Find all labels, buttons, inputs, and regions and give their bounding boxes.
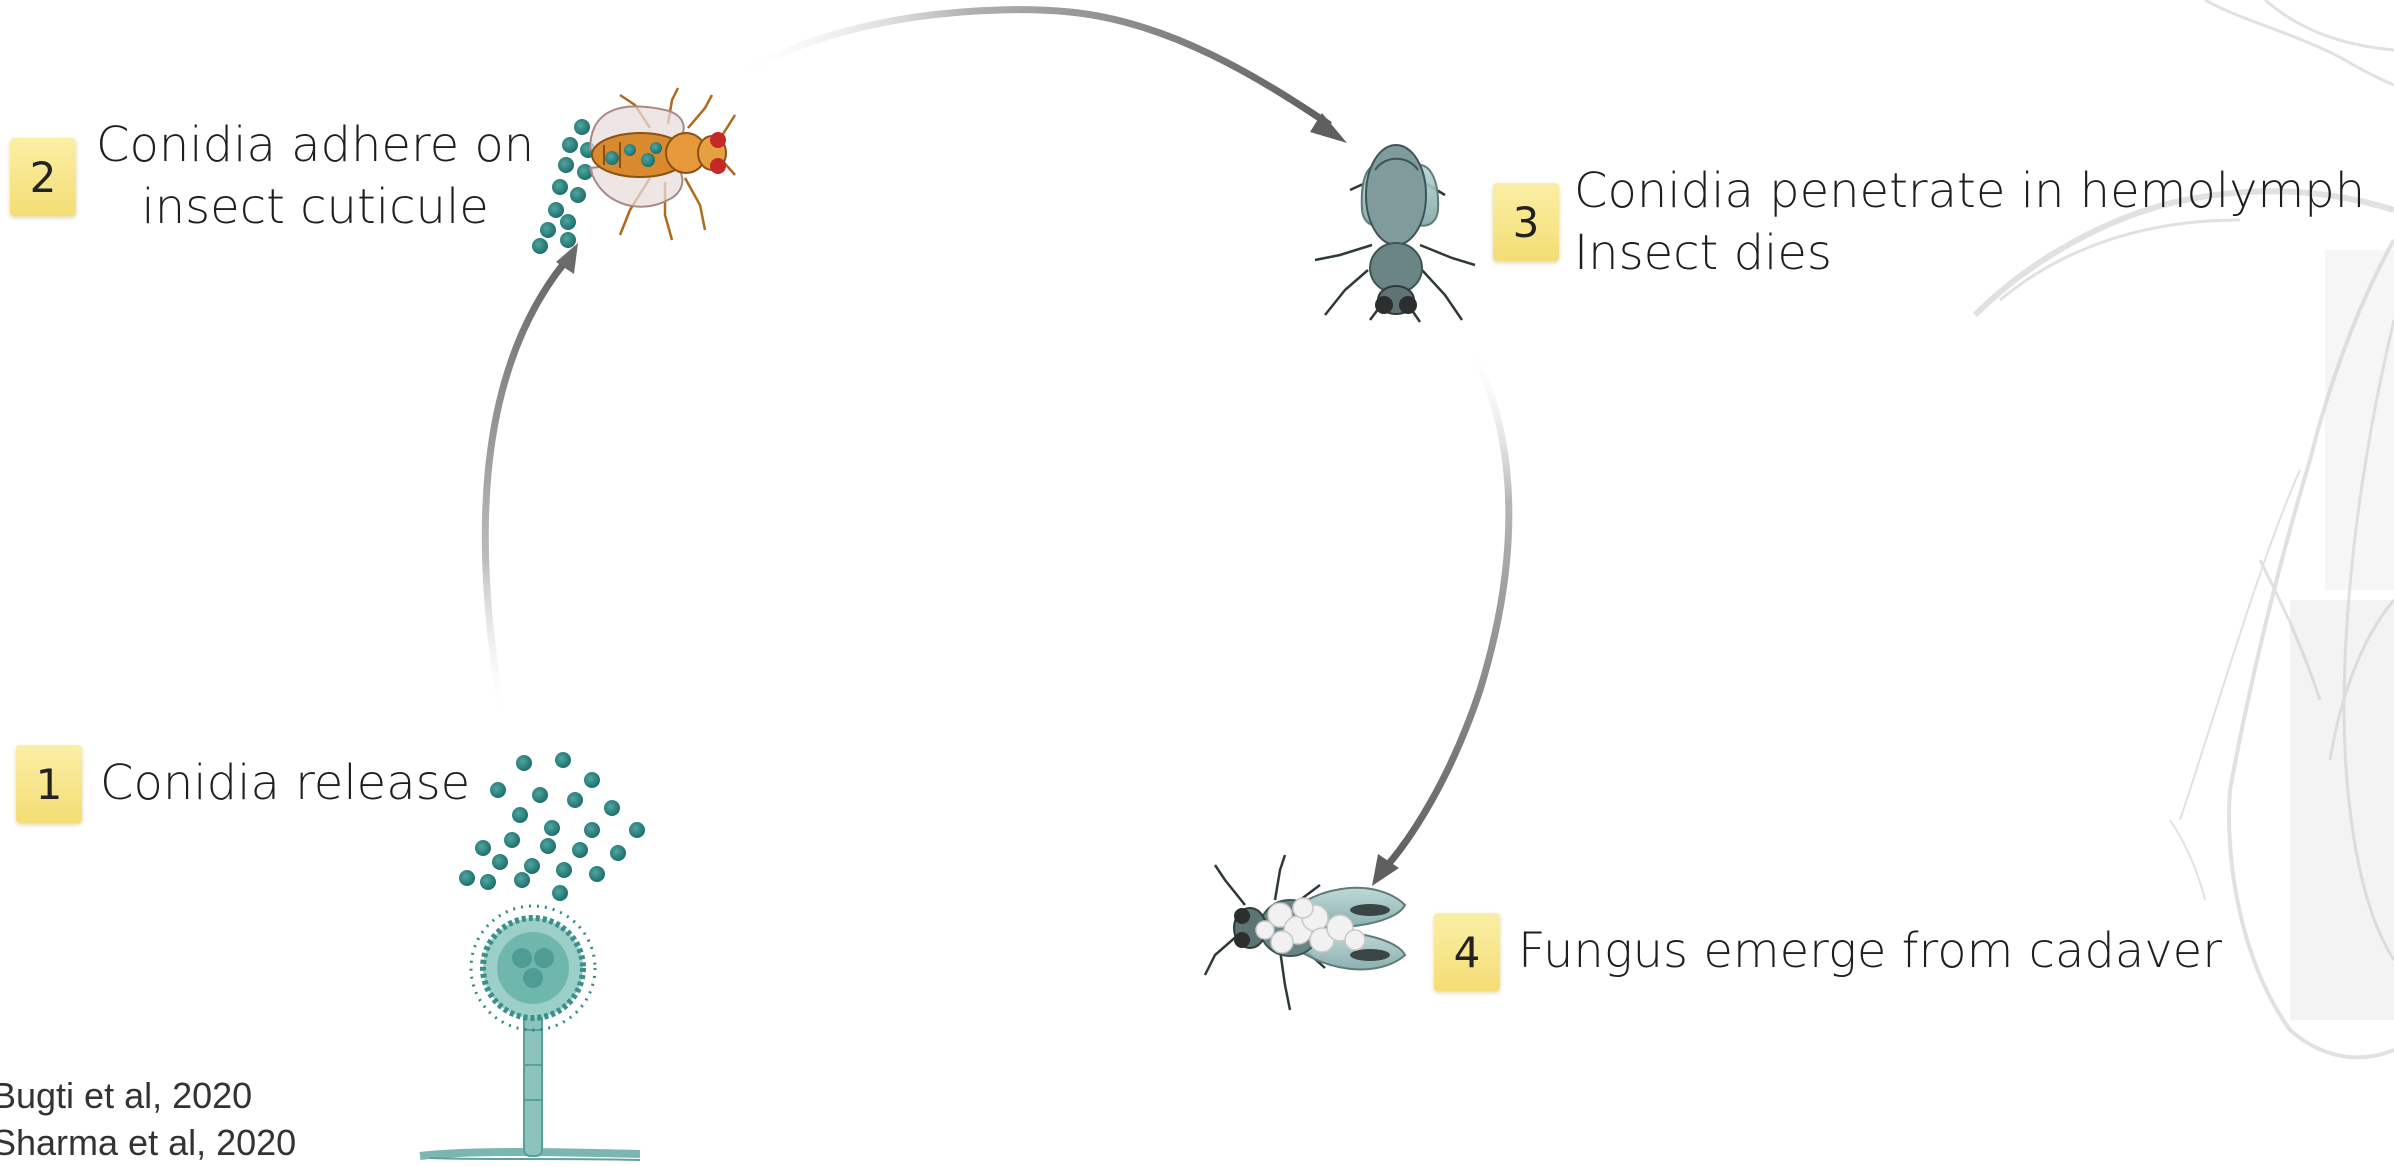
citation-2: Sharma et al, 2020	[0, 1122, 296, 1164]
step-1-line-1: Conidia release	[100, 752, 470, 814]
step-2-line-1: Conidia adhere on	[96, 114, 534, 176]
step-1-label: Conidia release	[100, 752, 470, 814]
released-conidia	[459, 752, 645, 901]
step-1-badge: 1	[16, 745, 82, 823]
step-3-line-2: Insect dies	[1574, 222, 2365, 284]
step-4-badge: 4	[1434, 913, 1500, 991]
arrow-3-to-4	[1385, 345, 1509, 868]
step-3-badge: 3	[1493, 183, 1559, 261]
step-4-line-1: Fungus emerge from cadaver	[1518, 920, 2222, 982]
step-2-line-2: insect cuticule	[96, 176, 534, 238]
step-2-badge: 2	[10, 138, 76, 216]
step-2-label: Conidia adhere on insect cuticule	[96, 114, 534, 238]
fungus-conidiophore-illustration	[420, 906, 640, 1160]
arrow-1-to-2	[485, 262, 565, 720]
step-3-line-1: Conidia penetrate in hemolymph	[1574, 160, 2365, 222]
step-4-label: Fungus emerge from cadaver	[1518, 920, 2222, 982]
citation-1: Bugti et al, 2020	[0, 1075, 252, 1117]
fly-with-conidia-illustration	[532, 88, 735, 254]
wasp-watermark-stipple	[2290, 250, 2394, 1020]
step-3-label: Conidia penetrate in hemolymph Insect di…	[1574, 160, 2365, 284]
arrow-2-to-3	[730, 10, 1330, 125]
infected-fly-illustration	[1315, 145, 1475, 322]
